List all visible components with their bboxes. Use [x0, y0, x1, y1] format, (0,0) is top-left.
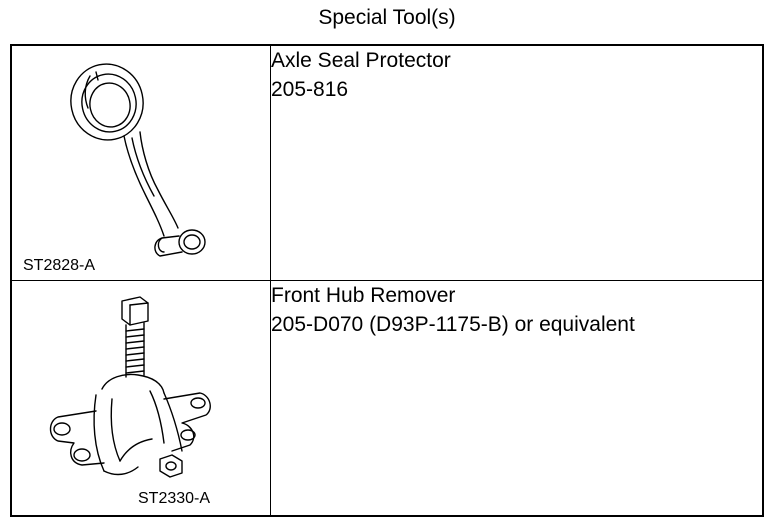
- axle-seal-protector-illustration: [70, 63, 206, 257]
- table-row: ST2828-A Axle Seal Protector 205-816: [10, 44, 764, 281]
- tool-number: 205-816: [271, 78, 349, 101]
- tool-description-cell: Front Hub Remover 205-D070 (D93P-1175-B)…: [270, 280, 764, 517]
- tool-number: 205-D070 (D93P-1175-B) or equivalent: [271, 313, 635, 336]
- illustration-code: ST2828-A: [23, 257, 96, 274]
- table-row: ST2330-A Front Hub Remover 205-D070 (D93…: [10, 280, 764, 517]
- page-title: Special Tool(s): [318, 6, 456, 29]
- tool-illustration-cell: ST2330-A: [10, 280, 271, 517]
- tool-name: Front Hub Remover: [271, 284, 456, 307]
- front-hub-remover-illustration: [49, 296, 211, 478]
- illustration-code: ST2330-A: [138, 490, 211, 507]
- tool-description-cell: Axle Seal Protector 205-816: [270, 44, 764, 281]
- tool-illustration-cell: ST2828-A: [10, 44, 271, 281]
- tool-name: Axle Seal Protector: [271, 49, 451, 72]
- special-tools-table: ST2828-A Axle Seal Protector 205-816: [10, 44, 764, 517]
